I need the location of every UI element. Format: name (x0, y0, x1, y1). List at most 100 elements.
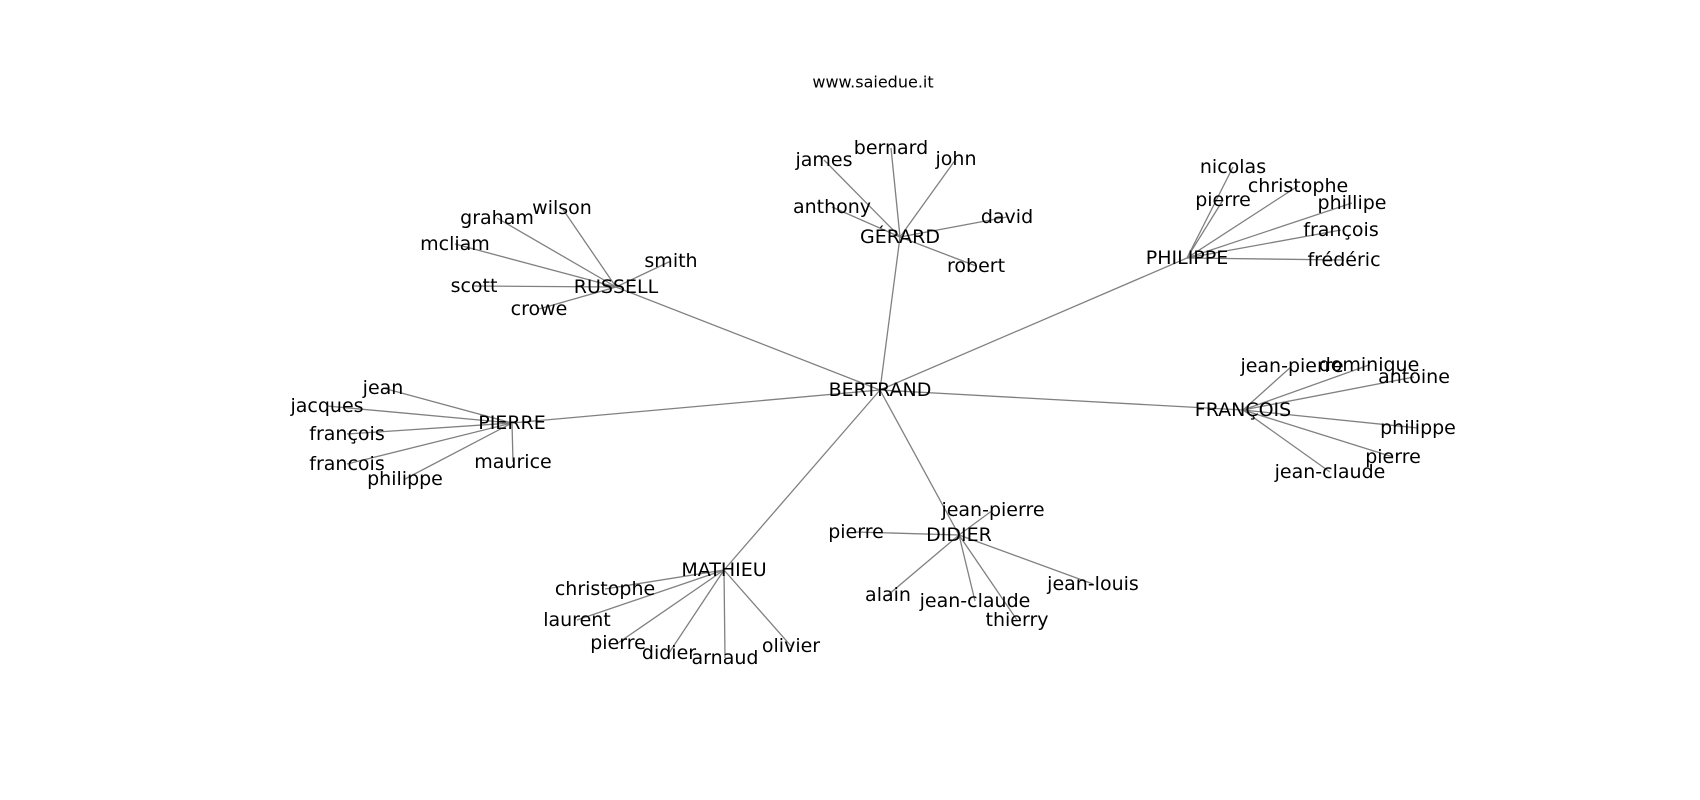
leaf-node-label: smith (644, 250, 697, 272)
leaf-node-label: jacques (289, 395, 363, 417)
leaf-node-label: scott (451, 275, 498, 297)
leaf-node-label: wilson (532, 197, 592, 219)
edge-hub-leaf (899, 158, 957, 238)
edge-root-hub (879, 389, 1244, 411)
edge-hub-leaf (1186, 202, 1353, 259)
leaf-node-label: frédéric (1307, 249, 1380, 271)
leaf-node-label: francois (309, 453, 384, 475)
edge-hub-leaf (511, 422, 514, 463)
leaf-node-label: thierry (986, 609, 1049, 631)
leaf-node-label: jean-pierre (940, 499, 1044, 521)
edge-hub-leaf (1242, 364, 1370, 411)
leaf-node-label: robert (947, 255, 1005, 277)
edge-hub-leaf (538, 286, 617, 310)
leaf-node-label: christophe (555, 578, 655, 600)
leaf-node-label: mcliam (420, 233, 490, 255)
leaf-node-label: jean (362, 377, 404, 399)
edge-hub-leaf (576, 569, 725, 621)
edge-hub-leaf (496, 217, 617, 288)
edge-hub-leaf (899, 236, 977, 267)
leaf-node-label: pierre (1365, 446, 1421, 468)
edge-hub-leaf (615, 260, 672, 288)
hub-node-label: PHILIPPE (1146, 247, 1228, 269)
edge-hub-leaf (823, 159, 901, 238)
edge-hub-leaf (723, 569, 792, 647)
root-node-label: BERTRAND (829, 379, 932, 401)
leaf-node-label: alain (865, 584, 911, 606)
edge-hub-leaf (604, 569, 725, 590)
leaf-node-label: john (935, 148, 977, 170)
edge-hub-leaf (1186, 166, 1234, 259)
edge-hub-leaf (473, 285, 617, 288)
leaf-node-label: didier (642, 642, 696, 664)
edge-hub-leaf (561, 207, 617, 288)
edge-hub-leaf (958, 509, 994, 536)
edge-hub-leaf (887, 534, 960, 596)
leaf-node-label: françois (1303, 219, 1378, 241)
edge-hub-leaf (1242, 409, 1331, 473)
edge-hub-leaf (1242, 376, 1415, 411)
hub-node-label: DIDIER (926, 524, 992, 546)
hub-node-label: GÉRARD (860, 225, 940, 248)
leaf-node-label: laurent (543, 609, 611, 631)
edge-hub-leaf (617, 569, 725, 644)
leaf-node-label: graham (460, 207, 534, 229)
leaf-node-label: arnaud (692, 647, 759, 669)
leaf-node-label: jean-louis (1046, 573, 1139, 595)
leaf-node-label: anthony (793, 196, 871, 218)
leaf-node-label: christophe (1248, 175, 1348, 197)
edge-hub-leaf (346, 422, 513, 465)
leaf-node-label: jean-claude (919, 590, 1031, 612)
leaf-node-label: james (794, 149, 852, 171)
leaf-node-label: françois (309, 423, 384, 445)
edge-hub-leaf (382, 387, 513, 424)
leaf-node-label: pierre (590, 632, 646, 654)
edge-hub-leaf (1186, 257, 1345, 261)
leaf-node-label: pierre (1195, 189, 1251, 211)
edge-hub-leaf (1186, 185, 1299, 259)
edge-hub-leaf (1242, 409, 1394, 458)
edge-hub-leaf (899, 216, 1008, 238)
hub-node-label: PIERRE (478, 412, 545, 434)
edge-hub-leaf (1186, 229, 1342, 259)
leaf-node-label: nicolas (1200, 156, 1266, 178)
leaf-node-label: olivier (762, 635, 820, 657)
edge-hub-leaf (958, 534, 976, 602)
edge-hub-leaf (668, 569, 725, 654)
leaf-node-label: philippe (1380, 417, 1456, 439)
edge-hub-leaf (1242, 409, 1419, 429)
edge-hub-leaf (404, 422, 513, 480)
edge-root-hub (879, 389, 960, 536)
leaf-node-label: dominique (1319, 354, 1420, 376)
leaf-node-label: pierre (828, 521, 884, 543)
leaf-node-label: philippe (367, 468, 443, 490)
edge-root-hub (723, 389, 881, 571)
hub-node-label: FRANÇOIS (1195, 399, 1291, 421)
edge-hub-leaf (326, 405, 513, 424)
edge-hub-leaf (958, 534, 1094, 585)
edge-hub-leaf (958, 534, 1018, 621)
edge-hub-leaf (831, 206, 901, 238)
leaf-node-label: bernard (854, 137, 928, 159)
leaf-node-label: david (981, 206, 1033, 228)
leaf-node-label: crowe (511, 298, 568, 320)
leaf-node-label: jean-pierre (1239, 355, 1343, 377)
edge-root-hub (879, 236, 901, 391)
edge-hub-leaf (454, 243, 617, 288)
leaf-node-label: antoine (1378, 366, 1450, 388)
leaf-node-label: phillipe (1318, 192, 1387, 214)
leaf-node-label: maurice (474, 451, 551, 473)
edge-hub-leaf (346, 422, 513, 435)
edge-hub-leaf (855, 531, 960, 536)
edge-hub-leaf (1242, 365, 1293, 411)
hub-node-label: MATHIEU (681, 559, 766, 581)
leaf-node-label: jean-claude (1274, 461, 1386, 483)
edge-hub-leaf (723, 569, 726, 659)
site-url: www.saiedue.it (812, 73, 933, 92)
edge-hub-leaf (890, 147, 901, 238)
edge-root-hub (615, 286, 881, 391)
edge-root-hub (511, 389, 881, 424)
edge-root-hub (879, 257, 1188, 391)
